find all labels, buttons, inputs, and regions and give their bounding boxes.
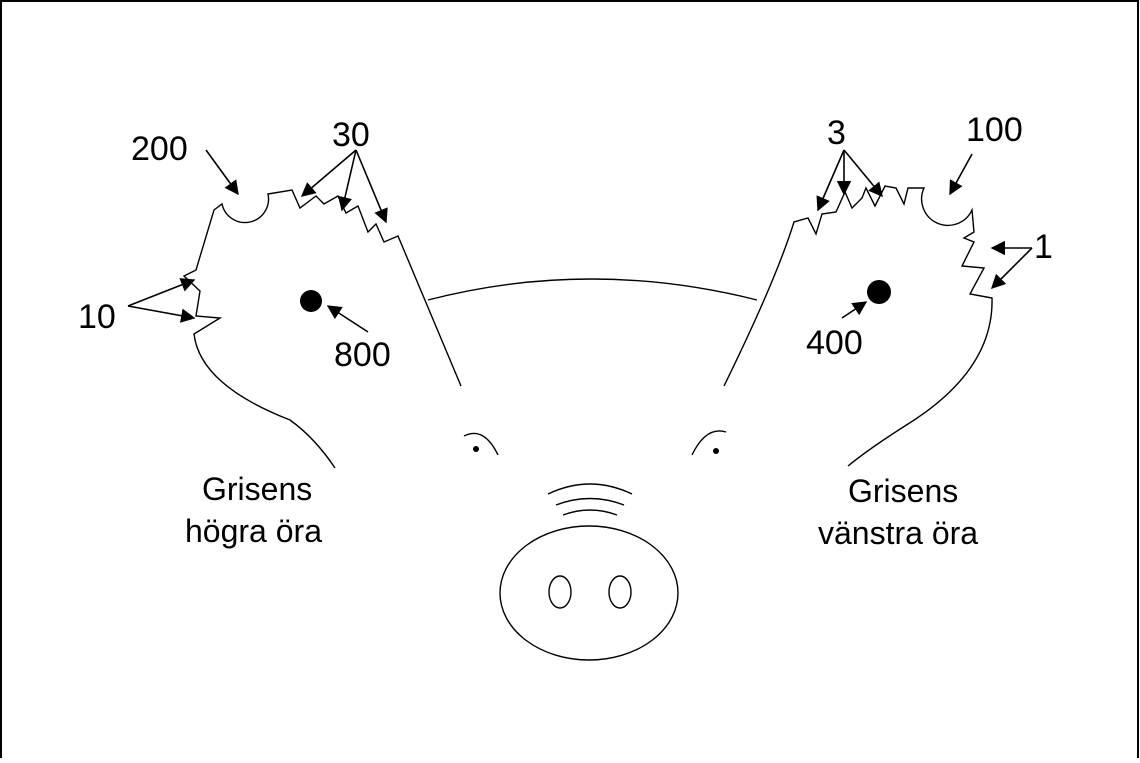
arrow-800 bbox=[326, 305, 369, 333]
arrow-3-c bbox=[843, 149, 883, 198]
label-3: 3 bbox=[827, 114, 846, 152]
pig-snout bbox=[499, 483, 679, 661]
arrow-400 bbox=[841, 301, 868, 319]
right-ear-caption-line1: Grisens bbox=[202, 471, 312, 507]
snout-wrinkle-1 bbox=[547, 483, 633, 495]
left-ear-hole-icon bbox=[867, 280, 891, 304]
left-nostril bbox=[608, 575, 632, 609]
label-30: 30 bbox=[332, 116, 370, 154]
arrow-30-b bbox=[337, 149, 357, 212]
reference-labels: 200 30 10 800 3 100 1 400 bbox=[78, 111, 1053, 374]
ear-captions: Grisens högra öra Grisens vänstra öra bbox=[185, 471, 978, 551]
right-ear-hole-icon bbox=[300, 290, 322, 312]
label-200: 200 bbox=[131, 130, 188, 168]
arrow-100 bbox=[949, 153, 973, 196]
right-ear-outline bbox=[182, 189, 462, 469]
arrow-10-b bbox=[127, 305, 196, 323]
arrow-10-a bbox=[127, 278, 196, 307]
label-800: 800 bbox=[334, 336, 391, 374]
left-eye-brow bbox=[691, 430, 727, 456]
left-ear-caption-line2: vänstra öra bbox=[818, 515, 978, 551]
left-ear-outline bbox=[723, 185, 993, 467]
right-nostril bbox=[548, 575, 572, 609]
arrow-30-a bbox=[300, 149, 357, 197]
pig-eyes bbox=[463, 430, 727, 456]
label-arrows bbox=[127, 149, 1033, 333]
label-100: 100 bbox=[966, 111, 1023, 149]
left-ear bbox=[723, 185, 993, 467]
arrow-200 bbox=[205, 149, 239, 196]
right-eye-brow bbox=[463, 432, 499, 456]
arrow-1-b bbox=[990, 247, 1033, 290]
arrow-30-c bbox=[355, 149, 388, 224]
snout-wrinkle-3 bbox=[562, 509, 618, 516]
right-ear-caption-line2: högra öra bbox=[185, 513, 322, 549]
snout-wrinkle-2 bbox=[555, 497, 625, 506]
label-1: 1 bbox=[1034, 228, 1053, 266]
snout-outline bbox=[499, 525, 679, 661]
right-eye-dot bbox=[473, 446, 479, 452]
right-ear bbox=[182, 189, 462, 469]
label-10: 10 bbox=[78, 298, 116, 336]
left-ear-caption-line1: Grisens bbox=[848, 473, 958, 509]
label-400: 400 bbox=[806, 324, 863, 362]
head-top-curve bbox=[427, 278, 758, 301]
left-eye-dot bbox=[713, 448, 719, 454]
arrow-3-a bbox=[816, 149, 845, 212]
